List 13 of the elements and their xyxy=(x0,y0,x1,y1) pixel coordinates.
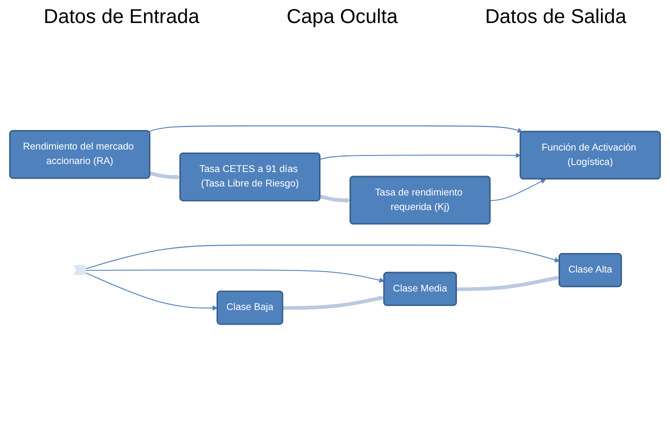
arrow xyxy=(490,178,546,201)
arrow xyxy=(320,194,351,204)
arrow xyxy=(320,152,521,160)
arrow xyxy=(85,272,218,311)
arrow xyxy=(282,296,384,310)
arrow xyxy=(85,270,384,283)
arrow xyxy=(456,276,560,292)
column-heading: Datos de Entrada xyxy=(44,6,200,29)
arrow xyxy=(148,125,523,133)
column-heading: Datos de Salida xyxy=(485,6,626,29)
arrow xyxy=(150,171,181,180)
arrow xyxy=(85,244,560,270)
column-heading: Capa Oculta xyxy=(286,6,398,29)
